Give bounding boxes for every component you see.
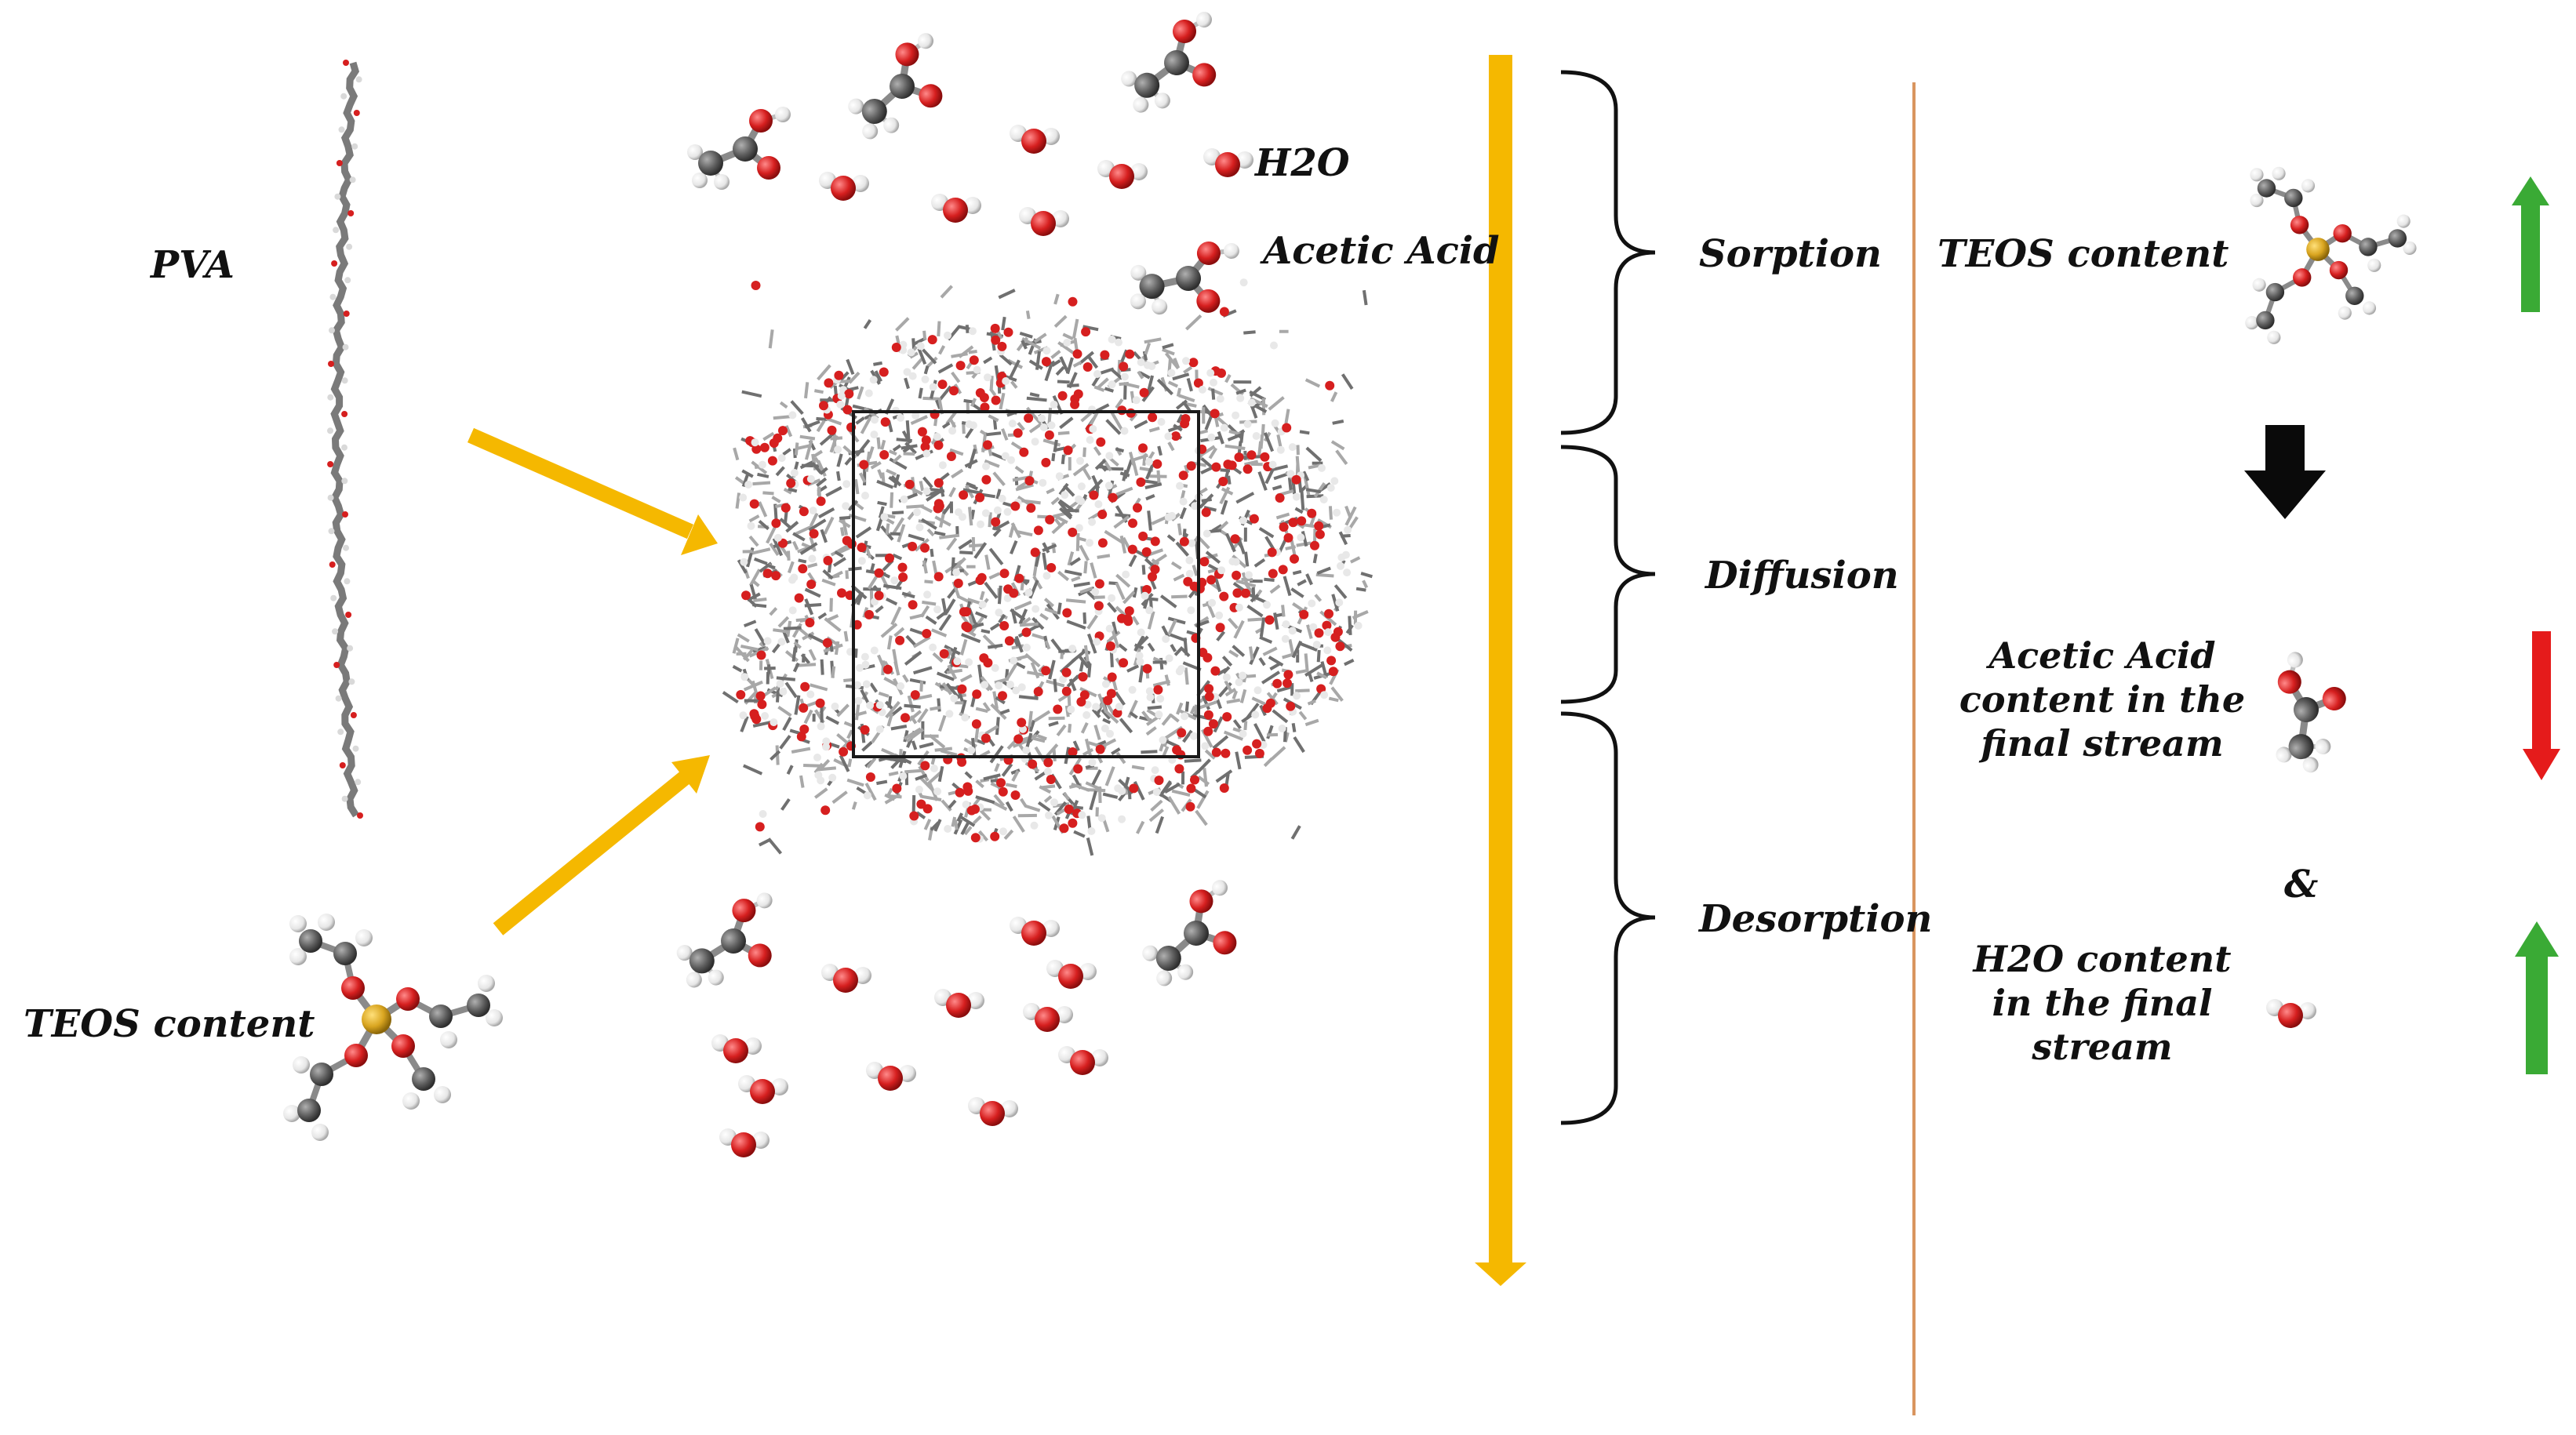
teos-to-membrane-arrow: [493, 755, 710, 935]
h2o-increase-arrow: [2515, 921, 2559, 1074]
pva-label: PVA: [151, 243, 235, 287]
h2o-result-label: H2O content in the final stream: [1945, 937, 2259, 1069]
result-down-arrow: [2244, 425, 2326, 519]
acetic-acid-result-line-3: final stream: [1981, 722, 2224, 765]
teos-content-left-label: TEOS content: [24, 1002, 315, 1046]
h2o-result-line-2: in the final: [1992, 982, 2213, 1025]
stage-desorption-label: Desorption: [1699, 897, 1933, 941]
acetic-acid-result-label: Acetic Acid content in the final stream: [1945, 634, 2259, 765]
h2o-result-line-1: H2O content: [1973, 938, 2232, 980]
teos-molecule-icon: [283, 914, 503, 1141]
stage-diffusion-label: Diffusion: [1705, 554, 1899, 598]
teos-increase-arrow: [2512, 176, 2549, 312]
acetic-acid-label: Acetic Acid: [1263, 229, 1500, 273]
h2o-result-line-3: stream: [2032, 1026, 2173, 1069]
stage-sorption-label: Sorption: [1699, 232, 1882, 276]
teos-content-result-label: TEOS content: [1937, 232, 2229, 276]
h2o-label: H2O: [1255, 141, 1350, 185]
acetic-acid-result-line-1: Acetic Acid: [1988, 634, 2216, 677]
water-molecule-icon: [2266, 999, 2316, 1028]
pva-to-membrane-arrow: [467, 427, 718, 555]
teos-result-molecule-icon: [2245, 167, 2416, 344]
simulation-cell-box: [852, 410, 1200, 758]
diffusion-brace: [1560, 445, 1656, 704]
ampersand-label: &: [2284, 863, 2319, 906]
pva-chain-icon: [327, 60, 363, 819]
membrane-box-icon: [722, 278, 1373, 856]
acetic-acid-decrease-arrow: [2523, 631, 2560, 780]
stage-braces: [1560, 70, 1656, 1125]
process-direction-arrow: [1475, 55, 1526, 1286]
permeate-molecules: [669, 877, 1253, 1157]
feed-molecules: [687, 10, 1253, 326]
acetic-acid-result-line-2: content in the: [1959, 678, 2246, 721]
sorption-brace: [1560, 70, 1656, 435]
desorption-brace: [1560, 711, 1656, 1125]
